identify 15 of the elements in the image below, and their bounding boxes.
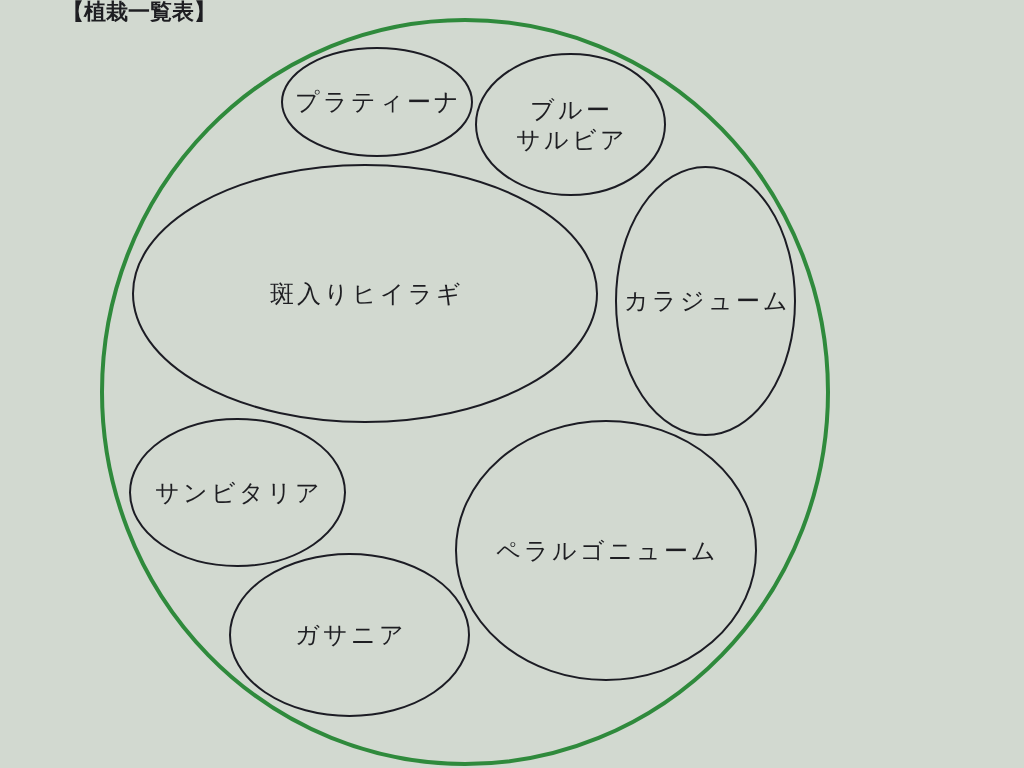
- plant-name: カラジューム: [622, 286, 791, 316]
- title: 【植栽一覧表】: [62, 0, 216, 24]
- plant-name: サンビタリア: [154, 477, 323, 508]
- planting-ellipse: [615, 166, 796, 436]
- planting-ellipse: [455, 420, 757, 681]
- plant-name: ブルーサルビア: [515, 94, 628, 155]
- planting-ellipse: [281, 47, 473, 157]
- planting-ellipse: [229, 553, 470, 717]
- planting-ellipse: [132, 164, 598, 423]
- plant-name: 斑入りヒイラギ: [268, 278, 464, 309]
- plant-name: ガサニア: [294, 620, 407, 650]
- plant-name: プラティーナ: [294, 87, 462, 117]
- planting-ellipse: [475, 53, 666, 196]
- plant-name: ペラルゴニューム: [495, 535, 719, 566]
- planting-ellipse: [129, 418, 346, 567]
